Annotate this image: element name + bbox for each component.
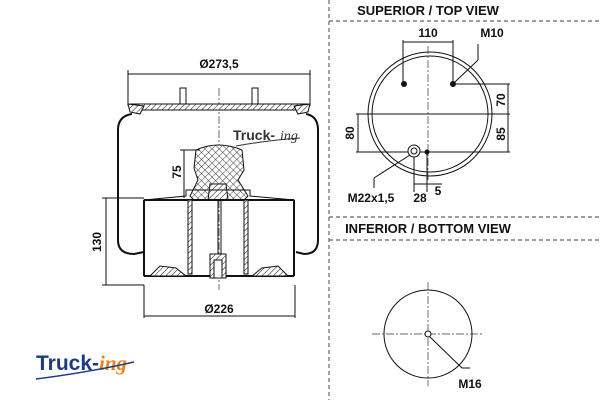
label-m22: M22x1,5 xyxy=(348,191,395,205)
dim-70: 70 xyxy=(494,93,508,107)
dim-bumper: 75 xyxy=(170,165,184,179)
bumper xyxy=(189,144,249,201)
dim-110: 110 xyxy=(418,26,438,40)
watermark-logo: Truck- ing xyxy=(233,127,301,147)
stud-right xyxy=(251,87,259,105)
label-m16: M16 xyxy=(458,377,482,391)
svg-text:ing: ing xyxy=(99,351,127,375)
top-view-title: SUPERIOR / TOP VIEW xyxy=(357,3,500,18)
dim-bottom-diameter: Ø226 xyxy=(204,302,234,316)
dim-28: 28 xyxy=(413,191,427,205)
bottom-view-title: INFERIOR / BOTTOM VIEW xyxy=(345,221,512,236)
svg-text:Truck-: Truck- xyxy=(36,352,99,375)
svg-text:Truck-: Truck- xyxy=(233,127,275,143)
brand-logo: Truck- ing xyxy=(35,351,135,380)
stud-hole-left xyxy=(401,81,407,87)
bottom-view: INFERIOR / BOTTOM VIEW M16 xyxy=(345,221,512,391)
stud-left xyxy=(179,87,187,105)
side-view: Ø273,5 130 75 xyxy=(90,57,319,318)
top-view: SUPERIOR / TOP VIEW 110 M10 70 85 80 M22… xyxy=(343,3,510,205)
dim-height: 130 xyxy=(90,232,104,252)
dim-top-diameter: Ø273,5 xyxy=(199,57,239,71)
bellow-left xyxy=(117,113,145,256)
top-plate xyxy=(129,103,309,111)
dim-80: 80 xyxy=(343,126,357,140)
dim-85: 85 xyxy=(494,127,508,141)
bellow-right xyxy=(295,113,319,256)
dim-5: 5 xyxy=(435,184,442,198)
bottom-thread-hole xyxy=(424,330,432,338)
label-m10: M10 xyxy=(480,26,504,40)
svg-text:ing: ing xyxy=(280,129,298,144)
